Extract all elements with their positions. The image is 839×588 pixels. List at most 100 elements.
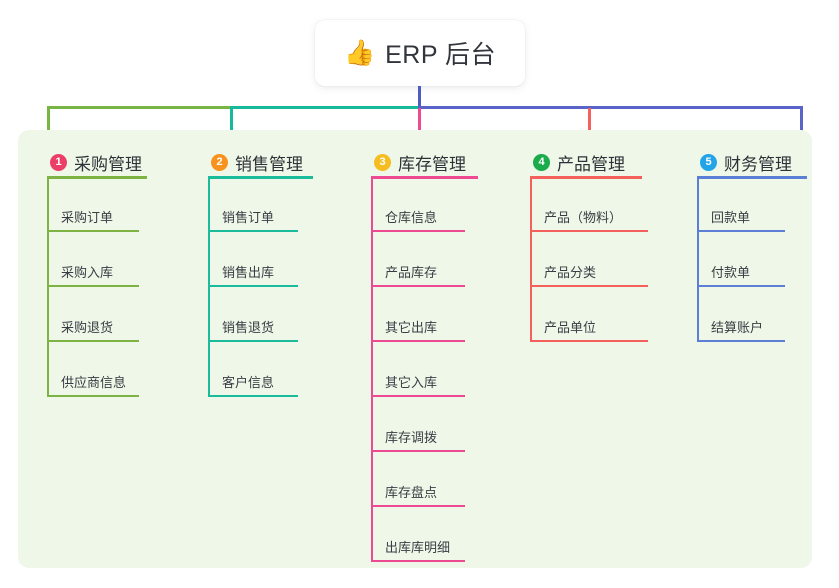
list-item-label: 产品分类 — [544, 265, 597, 280]
list-item-label: 产品单位 — [544, 320, 597, 335]
list-item-label: 付款单 — [711, 265, 751, 280]
list-item-underline — [371, 285, 465, 287]
column-header-5[interactable]: 5 财务管理 — [700, 150, 792, 175]
list-item-underline — [371, 505, 465, 507]
column-header-3[interactable]: 3 库存管理 — [374, 150, 466, 175]
list-item[interactable]: 其它出库 — [371, 314, 465, 342]
list-item[interactable]: 回款单 — [697, 204, 785, 232]
thumbs-up-icon: 👍 — [343, 38, 376, 67]
connector-drop-1 — [47, 108, 50, 142]
column-title: 采购管理 — [74, 155, 142, 174]
column-spine — [208, 179, 210, 397]
list-item-underline — [47, 230, 139, 232]
connector-bar-right-blue — [418, 106, 803, 109]
list-item-label: 其它入库 — [385, 375, 438, 390]
column-title: 财务管理 — [724, 155, 792, 174]
list-item[interactable]: 出库库明细 — [371, 534, 465, 562]
list-item[interactable]: 产品单位 — [530, 314, 648, 342]
column-badge-5: 5 — [700, 154, 717, 171]
connector-drop-4 — [588, 108, 591, 142]
list-item[interactable]: 产品库存 — [371, 259, 465, 287]
list-item[interactable]: 供应商信息 — [47, 369, 139, 397]
list-item[interactable]: 销售出库 — [208, 259, 298, 287]
column-header-1[interactable]: 1 采购管理 — [50, 150, 142, 175]
column-title: 销售管理 — [235, 155, 303, 174]
list-item[interactable]: 销售退货 — [208, 314, 298, 342]
column-spine — [47, 179, 49, 397]
list-item-label: 采购退货 — [61, 320, 114, 335]
list-item-underline — [208, 395, 298, 397]
column-header-underline — [697, 176, 807, 179]
list-item-label: 销售退货 — [222, 320, 275, 335]
list-item-underline — [371, 395, 465, 397]
root-stem-connector — [418, 86, 421, 108]
list-item-underline — [47, 285, 139, 287]
list-item-label: 产品（物料） — [544, 210, 623, 225]
connector-drop-3 — [418, 108, 421, 142]
list-item-label: 其它出库 — [385, 320, 438, 335]
list-item-label: 销售订单 — [222, 210, 275, 225]
list-item-label: 仓库信息 — [385, 210, 438, 225]
list-item-underline — [530, 340, 648, 342]
list-item-underline — [371, 230, 465, 232]
column-title: 产品管理 — [557, 155, 625, 174]
root-node-erp-backend[interactable]: 👍 ERP 后台 — [315, 20, 525, 86]
list-item[interactable]: 销售订单 — [208, 204, 298, 232]
list-item-underline — [530, 230, 648, 232]
list-item[interactable]: 采购退货 — [47, 314, 139, 342]
connector-drop-2 — [230, 108, 233, 142]
connector-drop-5 — [800, 108, 803, 142]
connector-bar-mid-teal — [230, 106, 420, 109]
list-item[interactable]: 采购入库 — [47, 259, 139, 287]
list-item-underline — [530, 285, 648, 287]
column-badge-3: 3 — [374, 154, 391, 171]
column-spine — [530, 179, 532, 342]
list-item-label: 供应商信息 — [61, 375, 127, 390]
list-item-underline — [697, 285, 785, 287]
column-header-underline — [530, 176, 642, 179]
list-item[interactable]: 付款单 — [697, 259, 785, 287]
list-item-underline — [208, 340, 298, 342]
list-item-underline — [47, 395, 139, 397]
root-node-title: ERP 后台 — [385, 41, 497, 69]
column-header-4[interactable]: 4 产品管理 — [533, 150, 625, 175]
modules-panel — [18, 130, 812, 568]
list-item[interactable]: 其它入库 — [371, 369, 465, 397]
list-item[interactable]: 仓库信息 — [371, 204, 465, 232]
column-header-underline — [371, 176, 478, 179]
column-spine — [697, 179, 699, 342]
list-item[interactable]: 库存调拨 — [371, 424, 465, 452]
root-node-content: 👍 ERP 后台 — [344, 35, 496, 71]
list-item-label: 采购入库 — [61, 265, 114, 280]
list-item-label: 出库库明细 — [385, 540, 451, 555]
column-badge-4: 4 — [533, 154, 550, 171]
column-badge-2: 2 — [211, 154, 228, 171]
column-header-underline — [47, 176, 147, 179]
column-header-2[interactable]: 2 销售管理 — [211, 150, 303, 175]
list-item[interactable]: 客户信息 — [208, 369, 298, 397]
list-item-label: 结算账户 — [711, 320, 764, 335]
connector-bar-left-green — [47, 106, 232, 109]
list-item-label: 采购订单 — [61, 210, 114, 225]
column-title: 库存管理 — [398, 155, 466, 174]
list-item[interactable]: 结算账户 — [697, 314, 785, 342]
list-item-underline — [47, 340, 139, 342]
list-item-underline — [371, 340, 465, 342]
list-item[interactable]: 库存盘点 — [371, 479, 465, 507]
list-item-label: 库存盘点 — [385, 485, 438, 500]
list-item[interactable]: 产品（物料） — [530, 204, 648, 232]
list-item-underline — [371, 560, 465, 562]
list-item-label: 销售出库 — [222, 265, 275, 280]
list-item-label: 产品库存 — [385, 265, 438, 280]
list-item[interactable]: 产品分类 — [530, 259, 648, 287]
list-item-underline — [208, 285, 298, 287]
column-spine — [371, 179, 373, 562]
list-item-label: 库存调拨 — [385, 430, 438, 445]
list-item-label: 客户信息 — [222, 375, 275, 390]
column-badge-1: 1 — [50, 154, 67, 171]
list-item-underline — [697, 230, 785, 232]
column-header-underline — [208, 176, 313, 179]
list-item-underline — [208, 230, 298, 232]
list-item[interactable]: 采购订单 — [47, 204, 139, 232]
